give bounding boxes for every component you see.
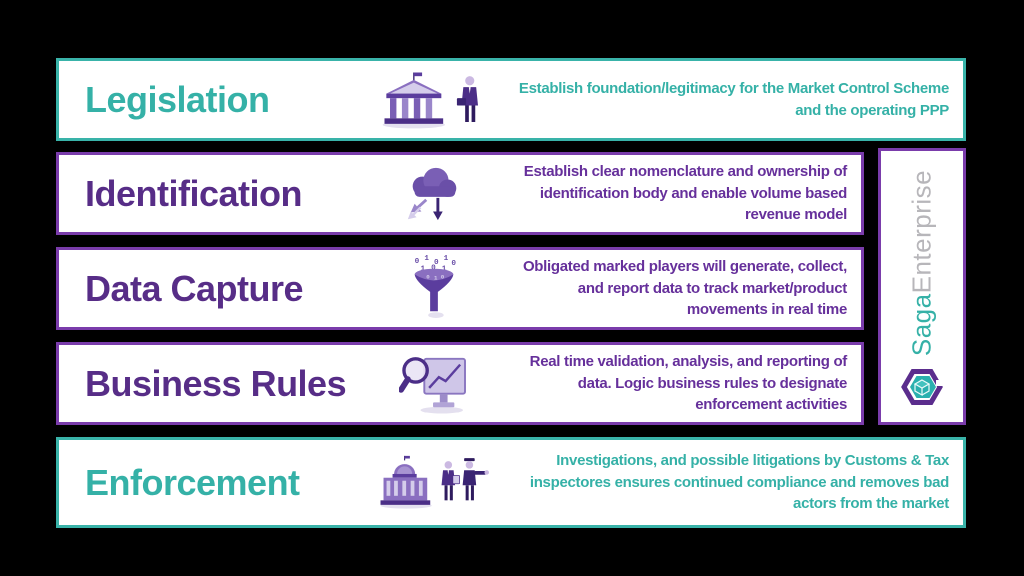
svg-text:1: 1: [424, 255, 429, 263]
svg-text:0: 0: [441, 273, 445, 280]
cloud-data-arrows-icon: [379, 163, 489, 225]
band-title-business-rules: Business Rules: [85, 362, 347, 404]
brand-sidebar: SagaEnterprise: [878, 148, 966, 425]
svg-text:1: 1: [420, 265, 425, 273]
svg-text:0: 0: [434, 258, 439, 266]
brand-name-enterprise: Enterprise: [906, 169, 937, 294]
capitol-and-inspectors-icon: [379, 446, 489, 520]
band-desc-data-capture: Obligated marked players will generate, …: [522, 257, 847, 319]
band-data-capture: Data Capture 010 10 101 010 Obligated ma…: [56, 247, 864, 330]
band-desc-identification: Establish clear nomenclature and ownersh…: [523, 162, 848, 224]
hexagon-cube-logo: [900, 364, 944, 410]
svg-text:1: 1: [444, 255, 449, 263]
svg-text:0: 0: [431, 264, 436, 272]
band-title-data-capture: Data Capture: [85, 267, 304, 309]
binary-funnel-icon: 010 10 101 010: [379, 255, 489, 323]
band-desc-enforcement: Investigations, and possible litigations…: [529, 451, 949, 513]
government-building-and-businessman-icon: [379, 70, 489, 130]
band-desc-business-rules: Real time validation, analysis, and repo…: [529, 352, 848, 414]
brand-name-saga: Saga: [906, 293, 937, 357]
band-title-enforcement: Enforcement: [85, 461, 300, 503]
svg-text:0: 0: [451, 259, 456, 267]
band-business-rules: Business Rules Real time validation, ana…: [56, 342, 864, 425]
band-desc-legislation: Establish foundation/legitimacy for the …: [518, 79, 949, 119]
magnifier-chart-monitor-icon: [379, 353, 489, 415]
band-enforcement: Enforcement: [56, 437, 966, 528]
svg-text:0: 0: [426, 273, 430, 280]
band-legislation: Legislation Establi: [56, 58, 966, 141]
band-title-legislation: Legislation: [85, 78, 270, 120]
svg-text:1: 1: [434, 274, 438, 281]
band-identification: Identification Establish clear nomenclat…: [56, 152, 864, 235]
band-title-identification: Identification: [85, 172, 303, 214]
brand-wordmark: SagaEnterprise: [907, 170, 938, 356]
svg-text:0: 0: [415, 257, 420, 265]
